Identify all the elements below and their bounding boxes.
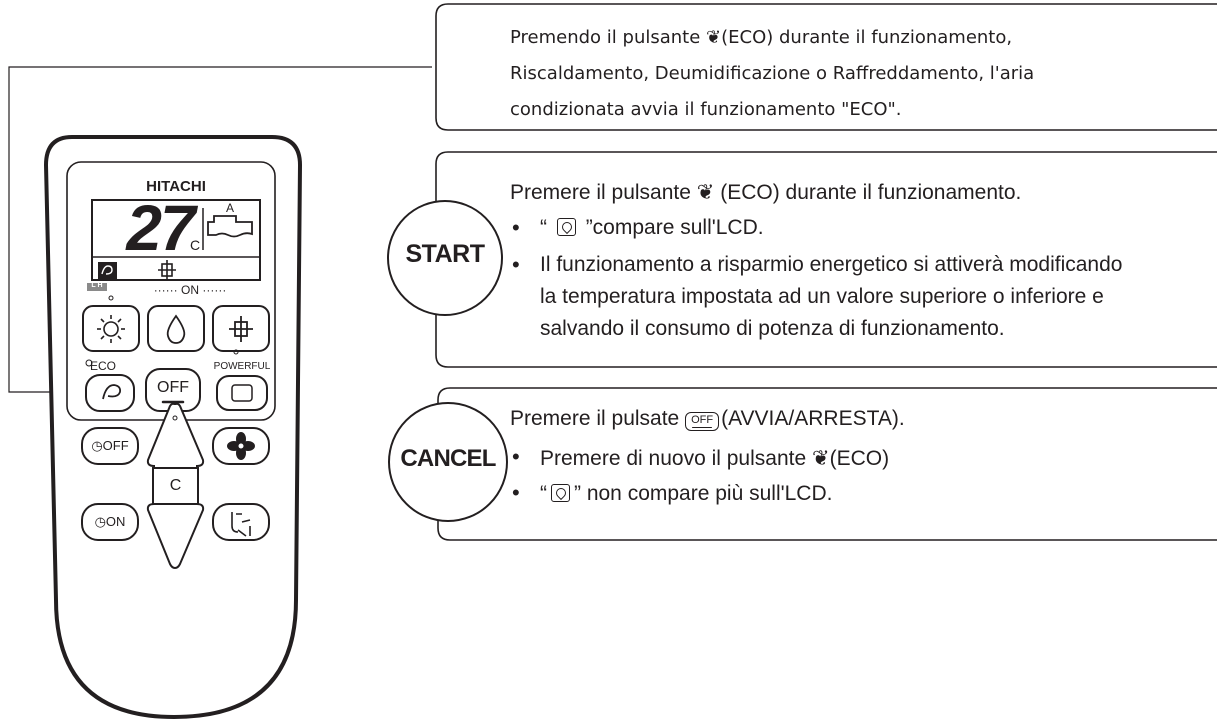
start-bullet-2-line-3: salvando il consumo di potenza di funzio… <box>540 317 1005 340</box>
start-bullet-1: “ ”compare sull'LCD. <box>540 216 764 240</box>
dry-drop-icon <box>166 314 186 344</box>
heat-button <box>82 305 140 352</box>
start-box-frame <box>435 151 1217 368</box>
cancel-bullet-2-text: ” non compare più sull'LCD. <box>574 482 833 505</box>
bullet: • <box>512 444 520 469</box>
timer-off-button <box>81 427 139 465</box>
lcd-eco-icon <box>98 262 117 280</box>
heat-sun-icon <box>97 315 125 343</box>
on-indicator-label: ······ ON ······ <box>153 283 227 297</box>
cancel-intro-before: Premere il pulsate <box>510 407 680 430</box>
dry-button <box>147 305 205 352</box>
cancel-bullet-2: “ ” non compare più sull'LCD. <box>540 482 832 506</box>
start-bullet-2-line-1: Il funzionamento a risparmio energetico … <box>540 253 1123 276</box>
temp-unit-label: C <box>169 477 182 494</box>
powerful-icon <box>231 384 253 402</box>
cool-snow-icon <box>229 316 253 342</box>
info-line-1: Premendo il pulsante ❦(ECO) durante il f… <box>510 27 1013 48</box>
start-circle <box>387 200 503 316</box>
swing-button <box>212 503 270 541</box>
lcd-fan-mode-icon <box>207 215 253 238</box>
cancel-label: CANCEL <box>400 445 496 472</box>
lcd-eco-symbol-icon <box>551 484 570 502</box>
timer-on-button <box>81 503 139 541</box>
lh-label: L H <box>91 282 103 289</box>
swing-louver-icon <box>231 512 251 537</box>
timer-off-label[interactable]: ◷OFF <box>91 438 129 453</box>
cancel-bullet-1: Premere di nuovo il pulsante ❦(ECO) <box>540 447 890 470</box>
start-intro: Premere il pulsante ❦ (ECO) durante il f… <box>510 180 1021 205</box>
remote-brand: HITACHI <box>146 178 206 195</box>
fan-icon <box>227 432 255 460</box>
lh-indicator <box>87 283 107 291</box>
eco-leaf-icon: ❦ <box>696 181 715 204</box>
open-quote: “ <box>540 482 547 505</box>
cancel-intro: Premere il pulsate OFF(AVVIA/ARRESTA). <box>510 407 905 431</box>
lcd-fan-mode: A <box>225 201 234 215</box>
powerful-button <box>216 375 268 411</box>
lcd-cool-icon <box>158 260 176 280</box>
start-bullet-2-line-2: la temperatura impostata ad un valore su… <box>540 285 1104 308</box>
lcd-screen <box>91 199 261 281</box>
cancel-circle <box>388 402 508 522</box>
lcd-unit: C <box>189 237 201 253</box>
eco-button <box>85 374 135 412</box>
start-bullet-1-text: ”compare sull'LCD. <box>585 216 764 239</box>
timer-on-label[interactable]: ◷ON <box>94 514 126 529</box>
lcd-eco-symbol-icon <box>556 218 576 236</box>
off-button-label[interactable]: OFF <box>157 379 189 396</box>
bullet: • <box>512 252 520 277</box>
start-label: START <box>405 240 485 268</box>
powerful-label: POWERFUL <box>213 361 271 372</box>
start-intro-before: Premere il pulsante <box>510 181 691 204</box>
info-line-2: Riscaldamento, Deumidificazione o Raffre… <box>510 63 1035 84</box>
bullet: • <box>512 480 520 505</box>
off-key-symbol: OFF <box>685 412 720 431</box>
eco-leaf-icon <box>102 384 122 400</box>
eco-label: ECO <box>90 359 117 373</box>
lcd-temperature: 27 <box>126 192 195 264</box>
open-quote: “ <box>540 216 547 239</box>
cancel-intro-after: (AVVIA/ARRESTA). <box>721 407 905 430</box>
info-line-3: condizionata avvia il funzionamento "ECO… <box>510 99 902 120</box>
info-box-frame <box>435 3 1217 131</box>
temp-down-button <box>146 503 205 570</box>
start-intro-after: (ECO) durante il funzionamento. <box>720 181 1022 204</box>
bullet: • <box>512 215 520 240</box>
